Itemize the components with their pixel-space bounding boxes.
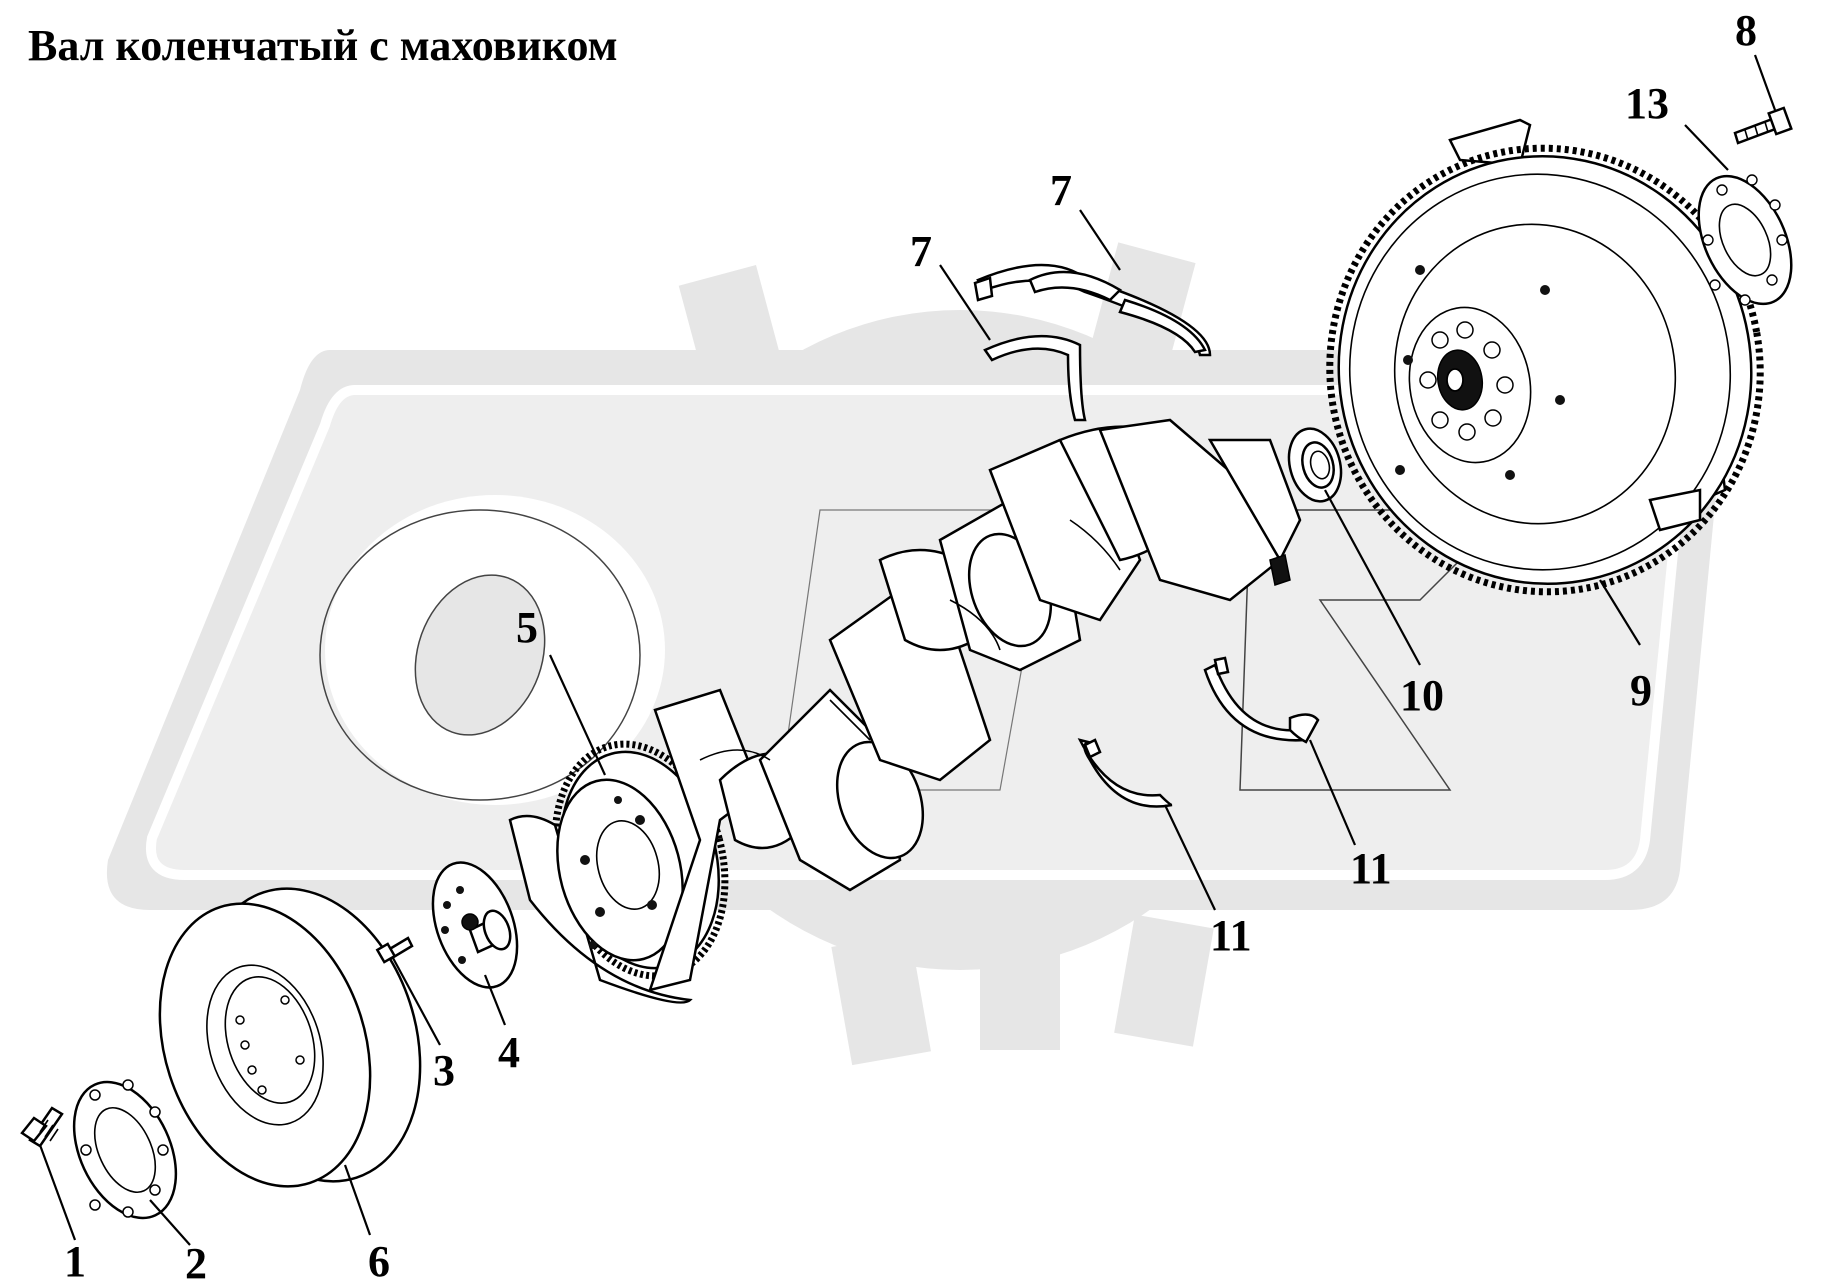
part-1-bolt [20, 1106, 64, 1148]
part-5-crankshaft [508, 418, 1302, 1004]
diagram-title: Вал коленчатый с маховиком [28, 21, 618, 70]
callout-10: 10 [1400, 671, 1444, 720]
callout-8: 8 [1735, 6, 1757, 55]
callout-7b: 7 [1050, 166, 1072, 215]
leader-5 [549, 654, 606, 776]
leader-7a [939, 264, 991, 341]
leader-4 [483, 974, 507, 1026]
part-3-bolt [375, 936, 414, 964]
part-9-flywheel [1326, 118, 1764, 596]
callout-6: 6 [368, 1237, 390, 1285]
callout-3: 3 [433, 1046, 455, 1095]
leader-11a [1308, 739, 1357, 846]
leader-8 [1753, 54, 1777, 111]
leader-3 [392, 957, 441, 1046]
part-10-bearing [1287, 427, 1343, 503]
leader-lines [38, 54, 1777, 1246]
callout-labels: 1 2 6 3 4 5 7 7 8 13 10 9 11 11 [64, 6, 1757, 1285]
leader-6 [343, 1164, 372, 1236]
leader-7b [1079, 209, 1121, 271]
callout-13: 13 [1625, 79, 1669, 128]
part-4-hub [431, 861, 519, 989]
leader-11b [1164, 804, 1216, 911]
part-13-washer-plate [1697, 174, 1793, 306]
part-2-plate [72, 1079, 178, 1220]
leader-10 [1324, 489, 1421, 666]
callout-5: 5 [516, 603, 538, 652]
callout-7a: 7 [910, 227, 932, 276]
leader-1 [38, 1144, 77, 1241]
leader-13 [1684, 124, 1729, 171]
callout-9: 9 [1630, 666, 1652, 715]
callout-4: 4 [498, 1028, 520, 1077]
part-11-thrust-rings [1077, 656, 1320, 808]
callout-11a: 11 [1350, 844, 1392, 893]
callout-2: 2 [185, 1239, 207, 1285]
callout-11b: 11 [1210, 911, 1252, 960]
callout-1: 1 [64, 1237, 86, 1285]
part-6-damper [158, 887, 422, 1188]
leader-2 [149, 1199, 191, 1246]
part-8-bolt [1733, 106, 1793, 145]
part-7-thrust-rings [973, 263, 1212, 422]
watermark-letters [319, 495, 1512, 805]
leader-9 [1599, 579, 1641, 646]
